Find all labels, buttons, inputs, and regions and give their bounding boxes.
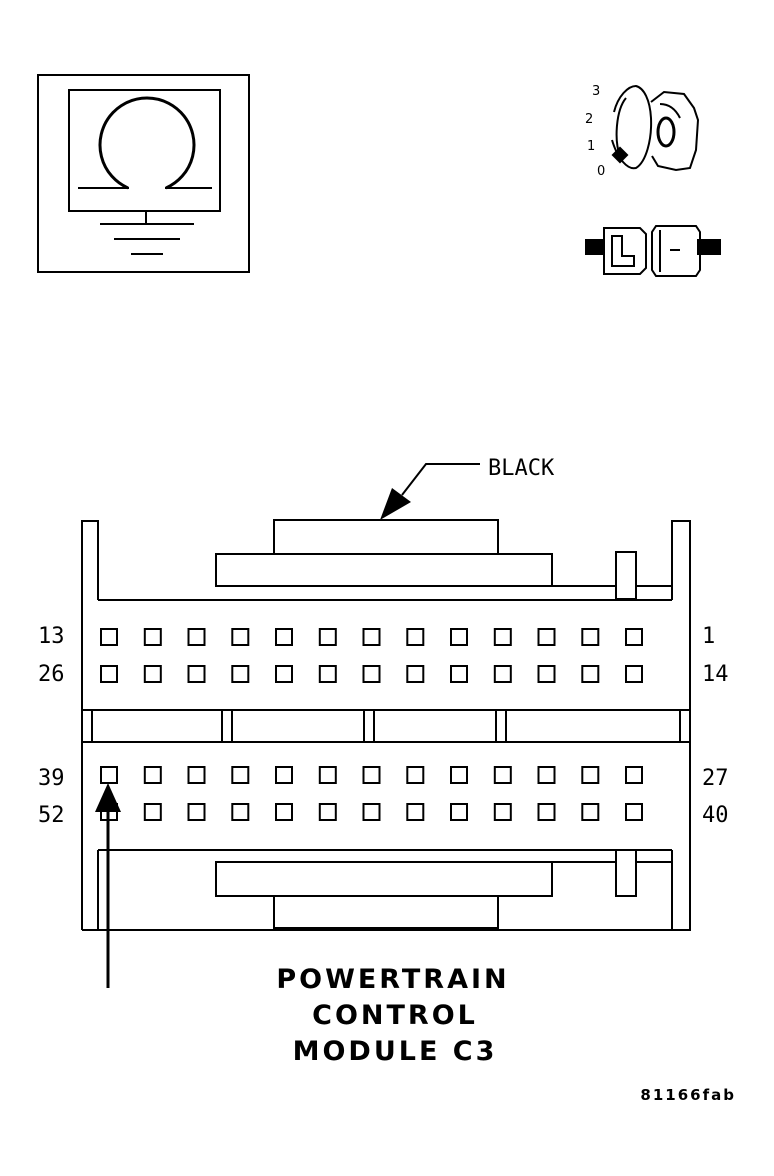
pin-cavity: [100, 766, 118, 784]
pin-cavity: [362, 665, 381, 683]
pin-label-39: 39: [38, 766, 65, 791]
title-line-2: CONTROL: [312, 1000, 478, 1031]
pin-cavity: [362, 766, 381, 784]
ohmmeter-icon: [37, 74, 250, 273]
disconnected-connector-icon: [585, 225, 721, 277]
pin-cavity: [537, 803, 556, 821]
ignition-position-0: 0: [597, 164, 605, 179]
ignition-key-icon: 3 2 1 0: [585, 84, 700, 179]
pin-cavity: [318, 766, 337, 784]
pin-cavity: [581, 665, 600, 683]
pin-cavity: [231, 803, 250, 821]
pin-cavity: [275, 766, 293, 784]
pin-cavity: [537, 628, 556, 646]
pin-cavity: [493, 766, 512, 784]
pin-cavity: [143, 766, 162, 784]
pin-cavity: [143, 628, 162, 646]
pin-cavity: [318, 665, 337, 683]
pin-cavity: [406, 665, 425, 683]
pin-cavity: [493, 665, 512, 683]
pin-cavity: [581, 766, 600, 784]
pin-cavity: [100, 665, 118, 683]
pin-cavity: [625, 803, 643, 821]
pin-cavity: [450, 665, 468, 683]
figure-id: 81166fab: [640, 1086, 736, 1104]
ignition-position-2: 2: [585, 112, 593, 127]
pin-cavity: [625, 665, 643, 683]
pin-label-52: 52: [38, 803, 65, 828]
pin-cavity: [275, 803, 293, 821]
pin-cavity: [537, 766, 556, 784]
pin-cavity: [493, 628, 512, 646]
pin-cavity: [187, 766, 206, 784]
pin-cavity: [231, 665, 250, 683]
pin-cavity: [625, 628, 643, 646]
pin-locator-arrow: [95, 783, 121, 988]
pin-cavity: [450, 803, 468, 821]
pin-cavity: [187, 803, 206, 821]
title-line-3: MODULE C3: [293, 1036, 498, 1067]
pin-cavity: [143, 665, 162, 683]
pin-label-40: 40: [702, 803, 729, 828]
pin-cavity: [362, 803, 381, 821]
pin-cavity: [275, 628, 293, 646]
pin-cavity: [231, 628, 250, 646]
pin-cavity: [275, 665, 293, 683]
pin-cavity: [318, 803, 337, 821]
pin-label-27: 27: [702, 766, 729, 791]
pin-label-26: 26: [38, 662, 65, 687]
pin-cavity: [406, 803, 425, 821]
pin-label-13: 13: [38, 624, 65, 649]
ignition-position-3: 3: [592, 84, 600, 99]
pin-cavity: [581, 628, 600, 646]
color-callout-label: BLACK: [488, 456, 555, 481]
pin-cavity: [450, 628, 468, 646]
pin-cavity: [362, 628, 381, 646]
pin-cavity: [406, 628, 425, 646]
pin-cavity: [318, 628, 337, 646]
title-line-1: POWERTRAIN: [276, 964, 509, 995]
pin-cavity: [143, 803, 162, 821]
ignition-position-1: 1: [587, 139, 595, 154]
pin-cavity: [231, 766, 250, 784]
pin-cavity: [406, 766, 425, 784]
pin-cavity: [537, 665, 556, 683]
pin-cavity: [581, 803, 600, 821]
pin-cavity: [187, 628, 206, 646]
callout-leader: [380, 463, 480, 520]
pin-cavity: [493, 803, 512, 821]
pin-cavity: [625, 766, 643, 784]
pin-label-14: 14: [702, 662, 729, 687]
pin-cavities: [100, 628, 643, 821]
pin-cavity: [100, 628, 118, 646]
pin-cavity: [187, 665, 206, 683]
connector-body: [81, 519, 691, 931]
pin-label-1: 1: [702, 624, 715, 649]
pin-cavity: [450, 766, 468, 784]
